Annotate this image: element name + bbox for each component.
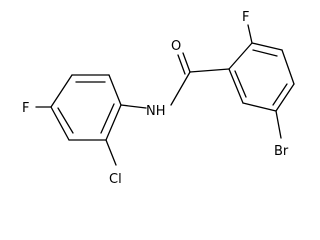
bond-carbonyl-n <box>170 71 191 106</box>
bond-c-f-top <box>247 24 253 44</box>
bond-n-ring <box>120 104 147 109</box>
atom-label-cl: Cl <box>109 172 122 187</box>
bond-c-o-1 <box>182 52 191 73</box>
bond-c-br <box>275 110 282 139</box>
atom-label-br: Br <box>274 144 289 159</box>
bond-c-cl <box>105 139 117 166</box>
atom-label-f-left: F <box>22 101 29 116</box>
bond-c-o-2 <box>177 54 186 75</box>
structure-diagram: O F NH Br F Cl <box>22 10 295 187</box>
atom-label-o: O <box>171 39 181 54</box>
atom-label-f-top: F <box>242 10 249 25</box>
right-benzene-ring <box>228 42 295 112</box>
bond-ring-carbonyl <box>189 68 230 73</box>
left-benzene-ring <box>50 74 122 141</box>
atom-label-nh: NH <box>146 104 166 119</box>
